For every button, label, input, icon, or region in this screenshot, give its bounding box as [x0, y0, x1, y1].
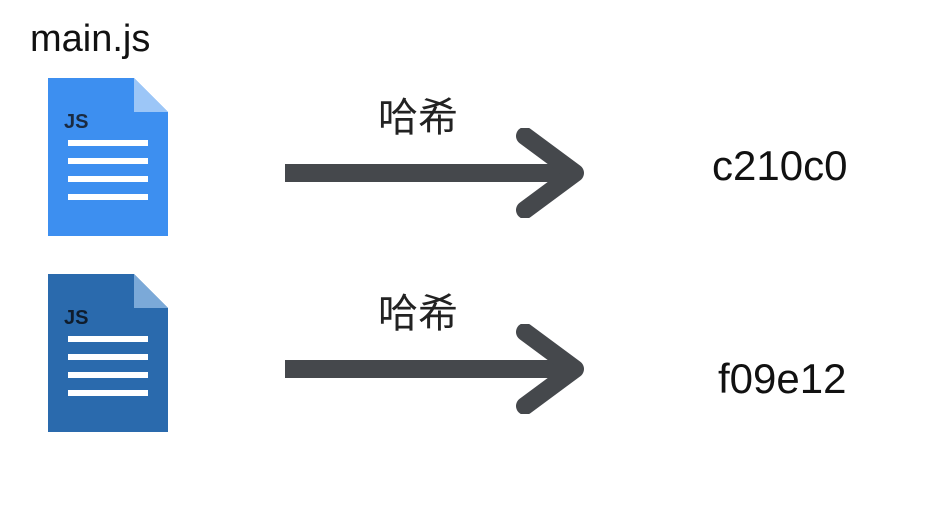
right-arrow-icon: [285, 323, 595, 415]
hash-value: f09e12: [718, 355, 847, 402]
file-name-title: main.js: [30, 18, 151, 60]
hash-row-1: JS 哈希 c210c0: [0, 78, 933, 238]
hash-row-2: JS 哈希 f09e12: [0, 274, 933, 434]
file-fold: [134, 78, 168, 112]
hash-value: c210c0: [712, 142, 848, 189]
right-arrow-icon: [285, 127, 595, 219]
hash-label: 哈希: [378, 95, 458, 141]
hash-label: 哈希: [378, 291, 458, 337]
js-file-icon: JS: [48, 274, 168, 432]
js-label: JS: [64, 111, 88, 133]
js-file-icon: JS: [48, 78, 168, 236]
file-fold: [134, 274, 168, 308]
js-label: JS: [64, 307, 88, 329]
